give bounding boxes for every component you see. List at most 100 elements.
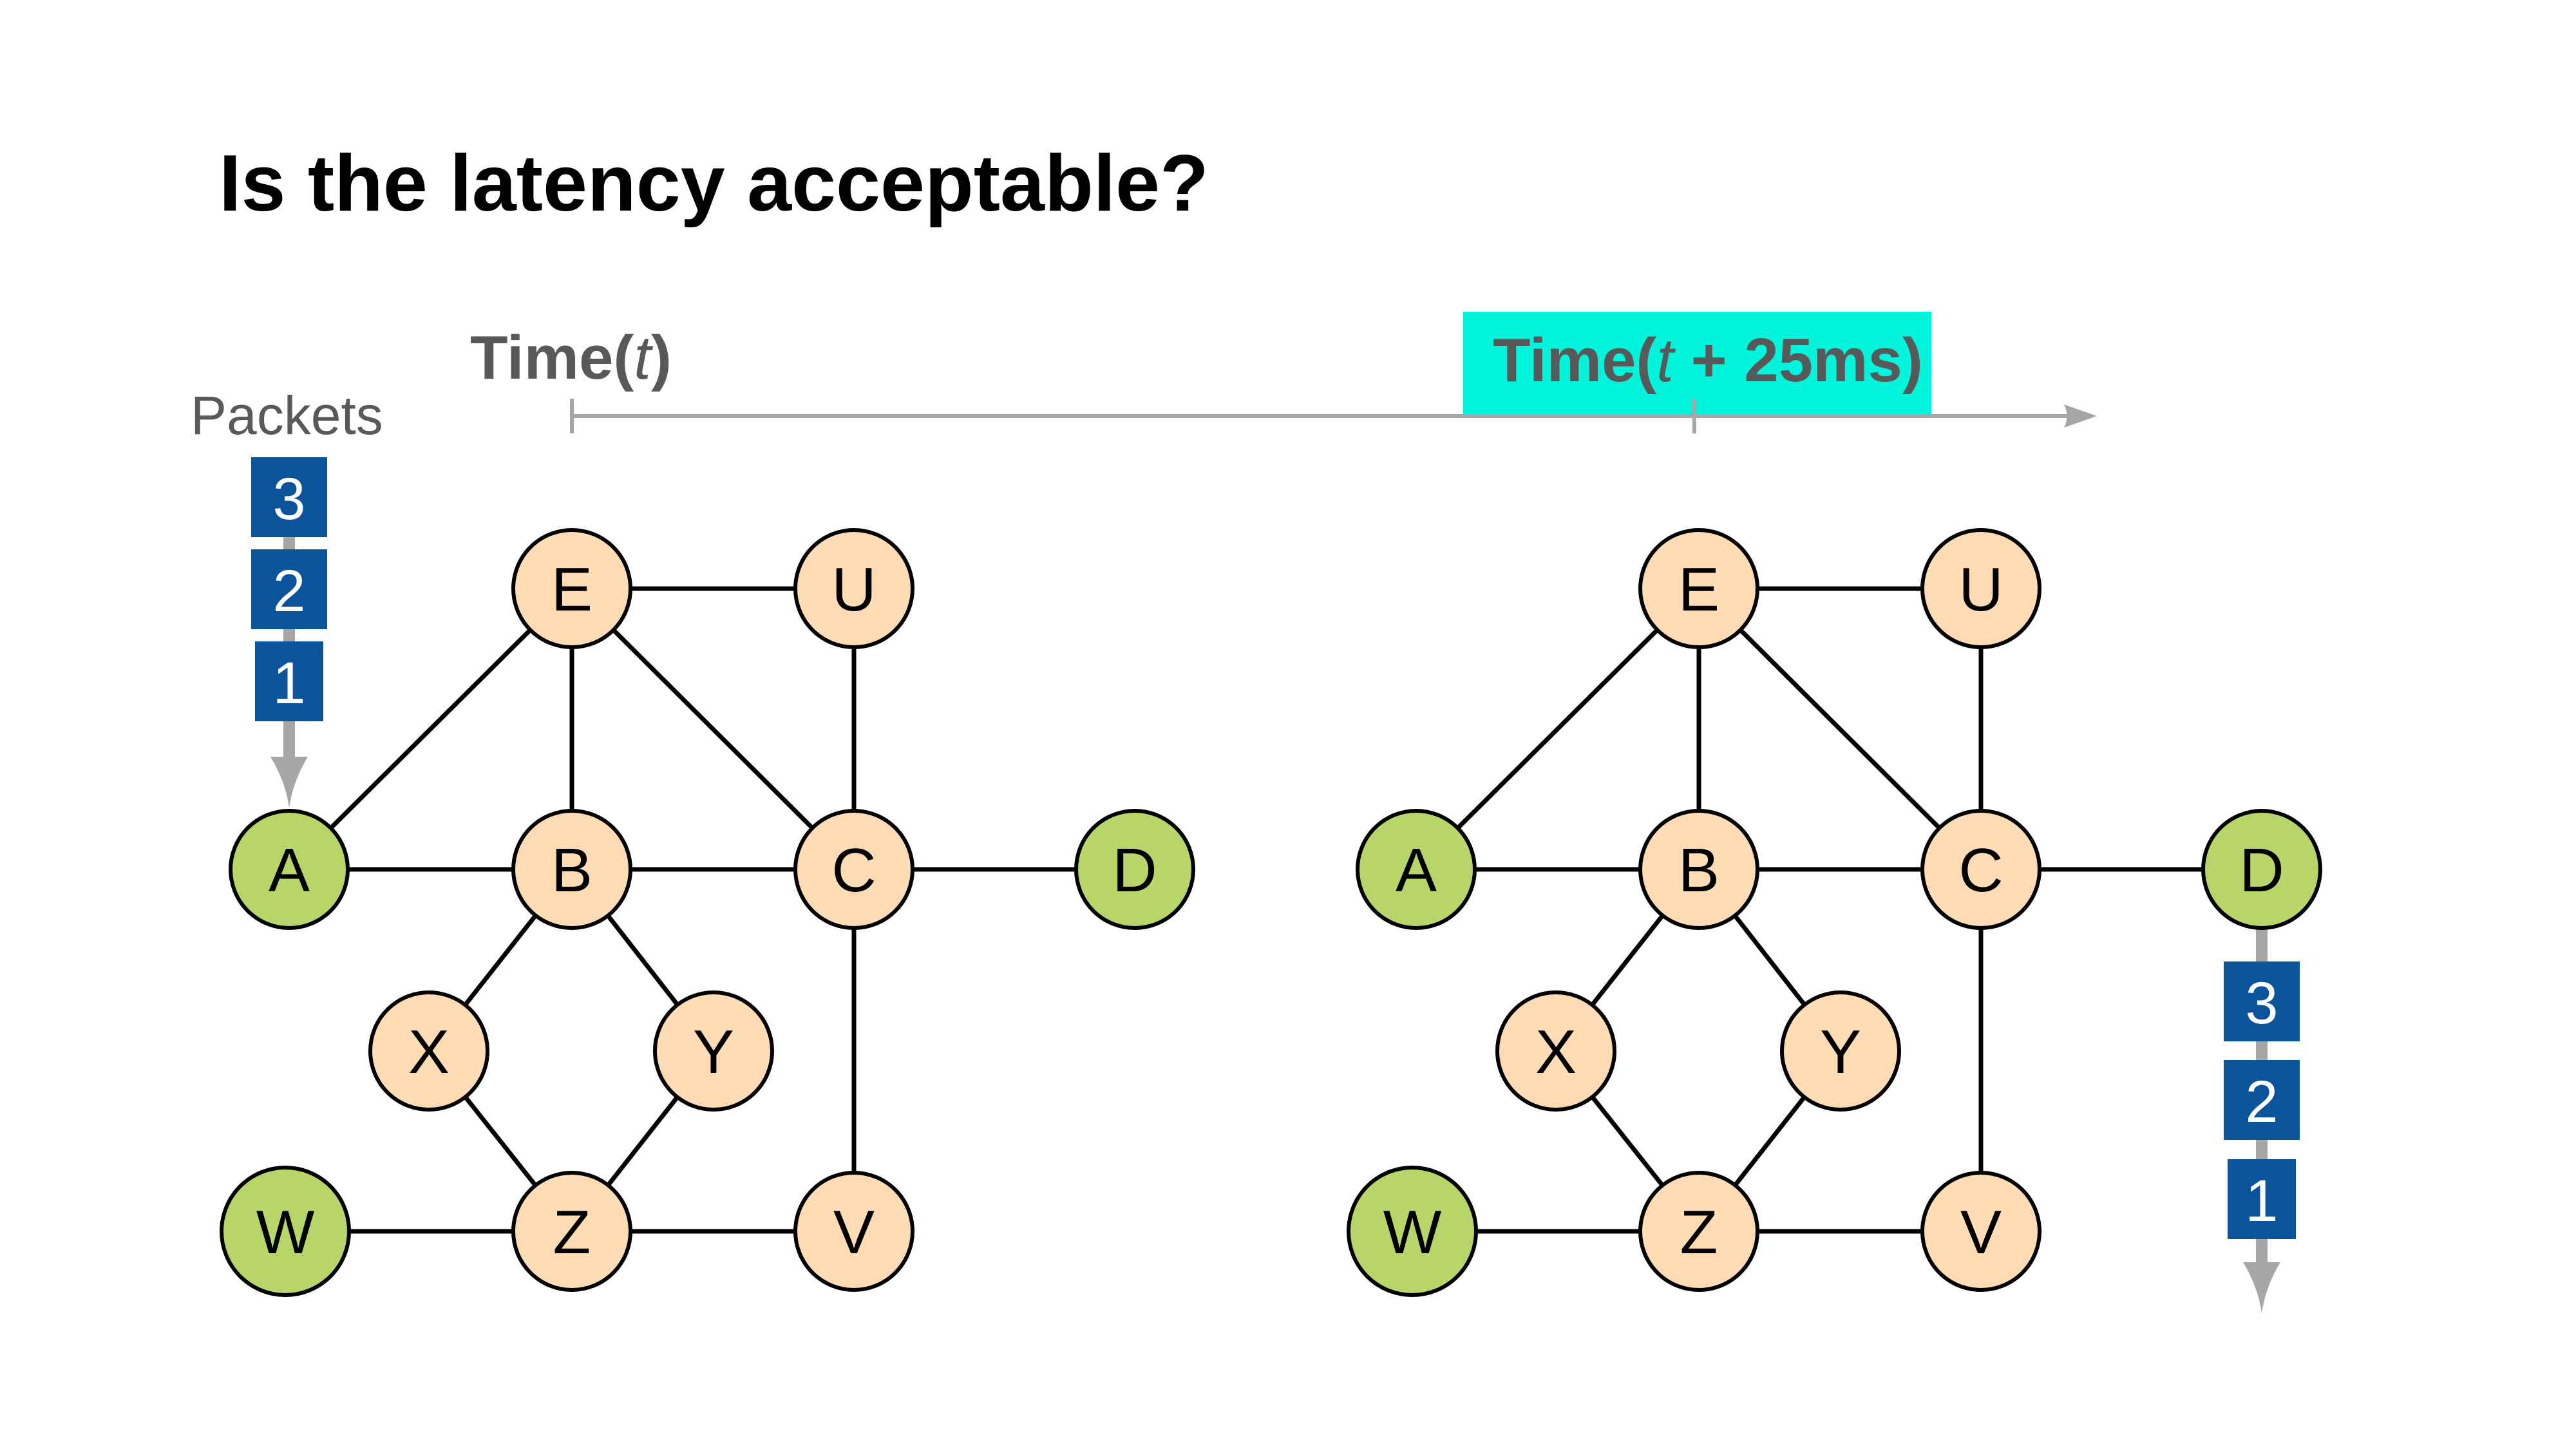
node-u: U	[793, 528, 914, 649]
node-label: X	[408, 1018, 450, 1086]
endpoint-node-circle	[229, 809, 350, 930]
node-c: C	[793, 809, 914, 930]
node-y: Y	[1780, 990, 1901, 1112]
node-label: Y	[693, 1018, 734, 1086]
node-x: X	[368, 990, 489, 1112]
node-label: V	[833, 1198, 875, 1267]
endpoint-node-circle	[1074, 809, 1195, 930]
packet-box	[2224, 1060, 2300, 1140]
endpoint-node-circle	[2201, 809, 2322, 930]
arrow-down-icon	[2243, 1262, 2280, 1314]
node-label: Y	[1820, 1018, 1861, 1086]
node-label: W	[1383, 1198, 1442, 1267]
packet-box	[2224, 961, 2300, 1041]
node-v: V	[793, 1171, 914, 1292]
node-b: B	[511, 809, 632, 930]
node-x: X	[1495, 990, 1616, 1112]
node-label: W	[256, 1198, 315, 1267]
router-node-circle	[511, 1171, 632, 1292]
node-label: U	[1958, 555, 2003, 624]
node-b: B	[1638, 809, 1759, 930]
node-e: E	[511, 528, 632, 649]
packet-stack-after: 3 2 1	[2224, 927, 2300, 1314]
node-label: U	[831, 555, 876, 624]
time-start-label: Time(t)	[470, 323, 672, 392]
router-node-circle	[1495, 990, 1616, 1112]
graph-before: 3 2 1 E U A B C D X Y W Z V	[220, 457, 1195, 1297]
packet-3: 3	[251, 457, 327, 537]
node-label: A	[269, 836, 310, 905]
node-u: U	[1920, 528, 2041, 649]
node-label: Z	[553, 1198, 591, 1267]
edge-e-c	[570, 587, 856, 871]
packet-number: 1	[2245, 1168, 2278, 1234]
router-node-circle	[793, 809, 914, 930]
packet-3: 3	[2224, 961, 2300, 1041]
router-node-circle	[653, 990, 774, 1112]
node-label: V	[1960, 1198, 2002, 1267]
node-w: W	[1347, 1166, 1478, 1297]
router-node-circle	[1638, 1171, 1759, 1292]
node-a: A	[1356, 809, 1477, 930]
node-label: A	[1396, 836, 1437, 905]
edge-e-a	[287, 587, 574, 871]
timeline-arrowhead-icon	[2064, 404, 2097, 428]
arrow-down-icon	[270, 757, 308, 808]
packet-1: 1	[2228, 1159, 2296, 1239]
node-label: E	[551, 555, 592, 624]
node-label: Z	[1680, 1198, 1718, 1267]
node-label: D	[1112, 836, 1157, 905]
router-node-circle	[1920, 809, 2041, 930]
graph-after: 3 2 1 E U A B C D X Y W Z V	[1347, 528, 2322, 1314]
node-v: V	[1920, 1171, 2041, 1292]
node-a: A	[229, 809, 350, 930]
edge-e-c	[1697, 587, 1983, 871]
node-d: D	[1074, 809, 1195, 930]
router-node-circle	[511, 809, 632, 930]
edge-e-a	[1414, 587, 1701, 871]
node-label: B	[1678, 836, 1719, 905]
time-highlight-box	[1463, 312, 1931, 415]
node-y: Y	[653, 990, 774, 1112]
packet-2: 2	[2224, 1060, 2300, 1140]
packet-box	[251, 549, 327, 629]
router-node-circle	[1920, 528, 2041, 649]
node-label: C	[1958, 836, 2003, 905]
node-label: X	[1535, 1018, 1577, 1086]
node-z: Z	[1638, 1171, 1759, 1292]
router-node-circle	[1920, 1171, 2041, 1292]
packet-stack-before: 3 2 1	[251, 457, 327, 808]
page-title: Is the latency acceptable?	[219, 139, 1209, 228]
router-node-circle	[511, 528, 632, 649]
packet-box	[2228, 1159, 2296, 1239]
packet-2: 2	[251, 549, 327, 629]
router-node-circle	[1638, 809, 1759, 930]
node-label: B	[551, 836, 592, 905]
network-graphs: 3 2 1 E U A B C D X Y W Z V 3 2 1 E U A B C D X Y W Z V	[220, 457, 2322, 1314]
router-node-circle	[368, 990, 489, 1112]
node-d: D	[2201, 809, 2322, 930]
node-label: D	[2239, 836, 2284, 905]
node-label: E	[1678, 555, 1719, 624]
endpoint-node-circle	[220, 1166, 351, 1297]
packet-box	[255, 641, 323, 721]
packet-number: 3	[272, 466, 305, 532]
node-z: Z	[511, 1171, 632, 1292]
endpoint-node-circle	[1356, 809, 1477, 930]
router-node-circle	[793, 528, 914, 649]
timeline: Time(t) Time(t + 25ms)	[470, 312, 2097, 433]
router-node-circle	[1638, 528, 1759, 649]
node-c: C	[1920, 809, 2041, 930]
packet-1: 1	[255, 641, 323, 721]
node-w: W	[220, 1166, 351, 1297]
packet-number: 2	[2245, 1069, 2278, 1135]
time-end-label: Time(t + 25ms)	[1493, 326, 1923, 395]
packet-box	[251, 457, 327, 537]
node-e: E	[1638, 528, 1759, 649]
endpoint-node-circle	[1347, 1166, 1478, 1297]
packets-label: Packets	[191, 385, 383, 446]
packet-number: 2	[272, 558, 305, 624]
packet-number: 3	[2245, 971, 2278, 1036]
node-label: C	[831, 836, 876, 905]
